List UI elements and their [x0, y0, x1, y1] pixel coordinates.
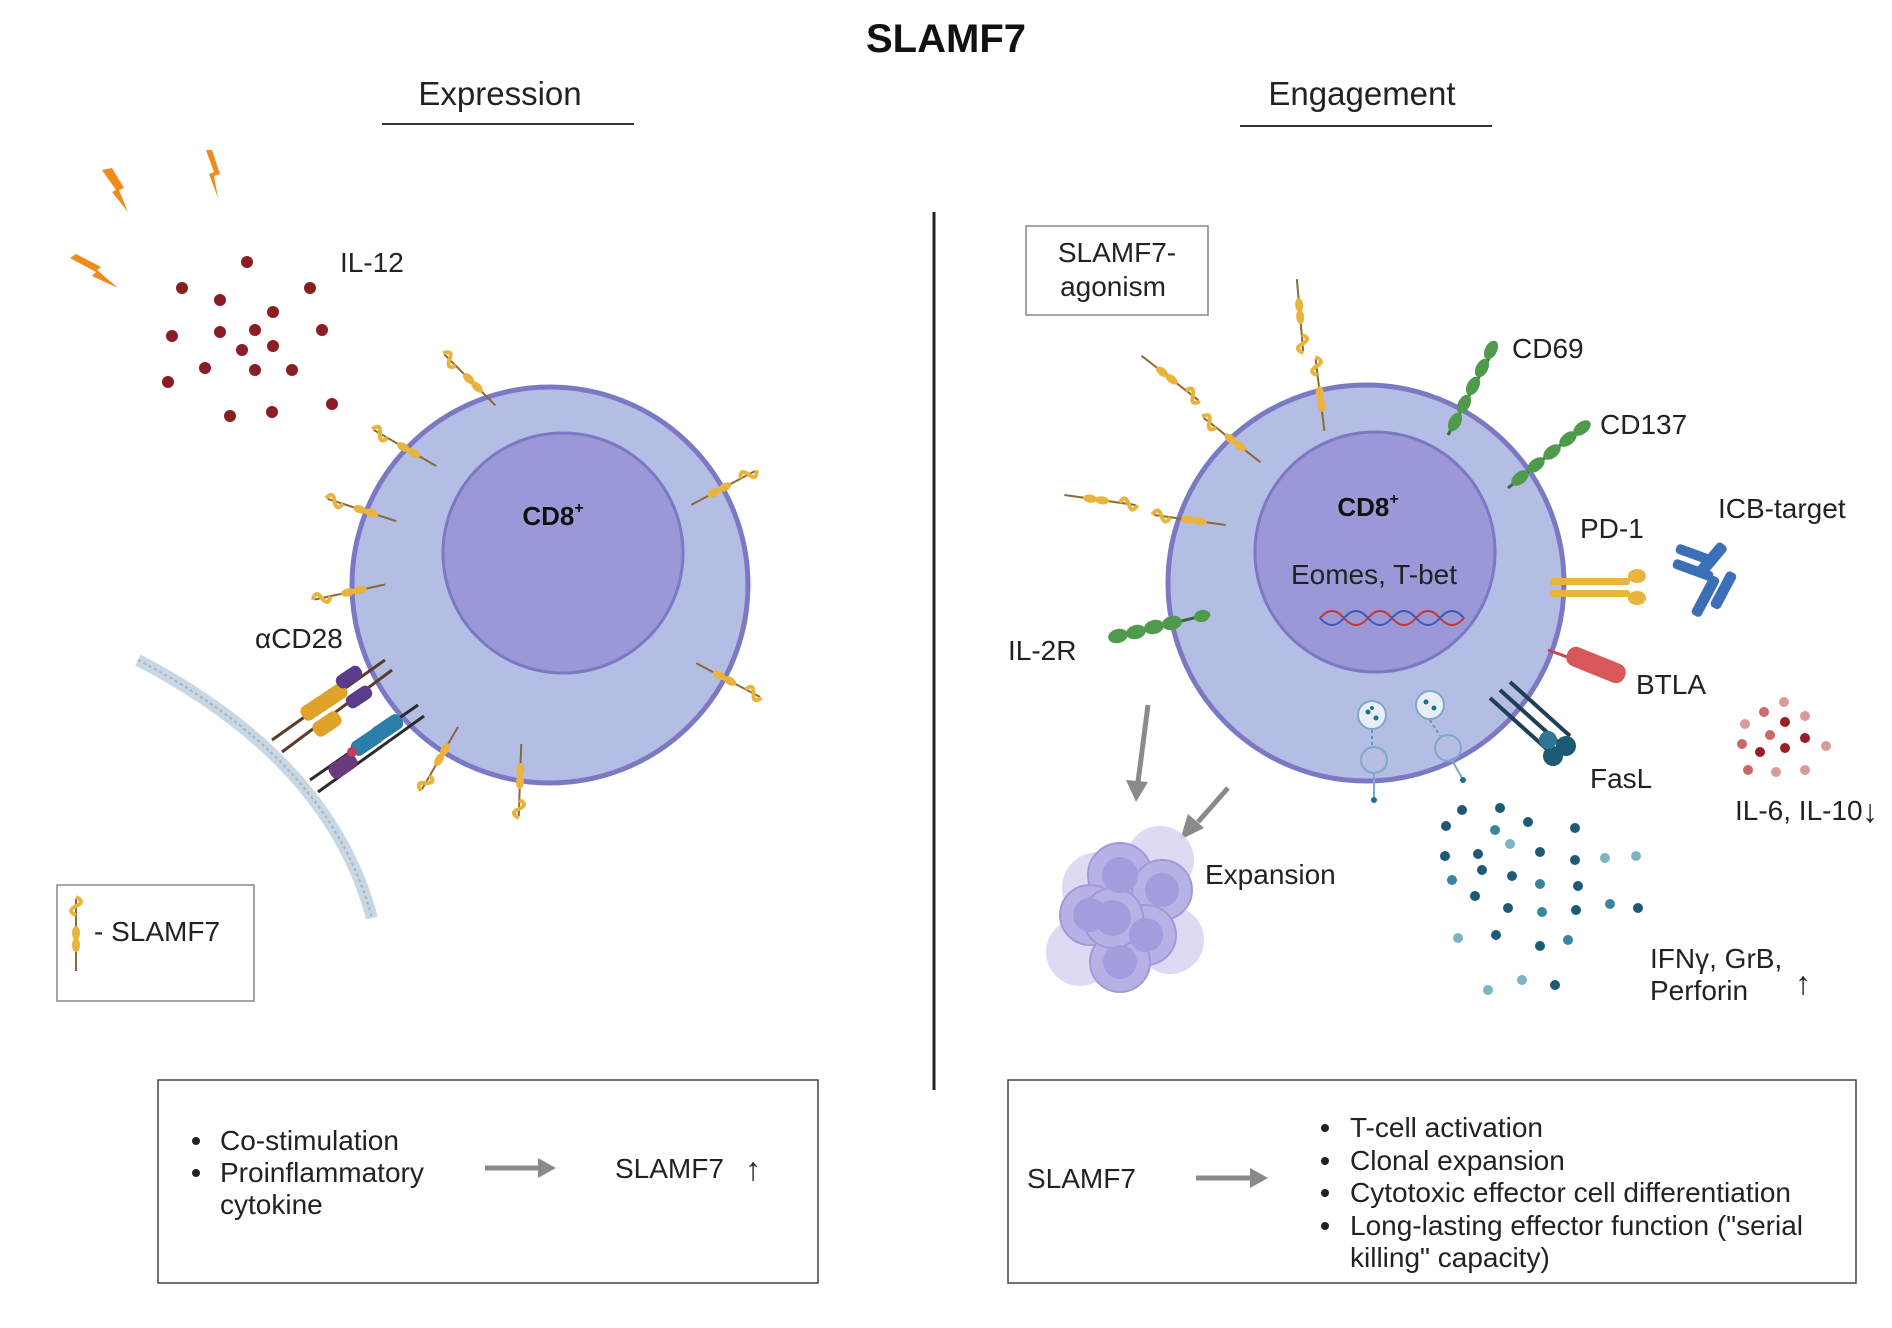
- bullet-dot: [192, 1137, 200, 1145]
- summary-item-proinflammatory: Proinflammatory: [220, 1157, 424, 1188]
- summary-arrowhead-icon: [1250, 1168, 1268, 1188]
- cd8-label-left: CD8+: [522, 500, 583, 531]
- effector-molecule-cluster: [1440, 803, 1643, 995]
- expansion-arrow-icon: [1135, 704, 1151, 783]
- bullet-dot: [192, 1169, 200, 1177]
- expanded-cell-cluster-icon: [1046, 826, 1204, 993]
- nucleus-text: Eomes, T-bet: [1291, 559, 1457, 590]
- lightning-icon: [102, 168, 128, 212]
- summary-item-activation: T-cell activation: [1350, 1112, 1543, 1143]
- cd69-label: CD69: [1512, 333, 1584, 364]
- il12-label: IL-12: [340, 247, 404, 278]
- icb-target-label: ICB-target: [1718, 493, 1846, 524]
- dna-icon: [1319, 610, 1465, 626]
- expression-heading: Expression: [418, 75, 581, 112]
- agonism-line1: SLAMF7-: [1058, 237, 1176, 268]
- summary-item-cytokine: cytokine: [220, 1189, 323, 1220]
- slamf7-receptor-icon: [1136, 349, 1206, 408]
- icb-antibody-icon: [1672, 542, 1737, 617]
- fasl-label: FasL: [1590, 763, 1652, 794]
- cd8-nucleus-left: [441, 431, 685, 675]
- pd1-label: PD-1: [1580, 513, 1644, 544]
- bullet-dot: [1321, 1124, 1329, 1132]
- bullet-dot: [1321, 1157, 1329, 1165]
- cd8-label-right: CD8+: [1337, 491, 1398, 522]
- summary-source-slamf7: SLAMF7: [1027, 1163, 1136, 1194]
- cd137-label: CD137: [1600, 409, 1687, 440]
- bullet-dot: [1321, 1189, 1329, 1197]
- il12-cytokine-cluster: [162, 256, 338, 422]
- bullet-dot: [1321, 1222, 1329, 1230]
- il2r-label: IL-2R: [1008, 635, 1076, 666]
- lightning-icon: [70, 254, 118, 288]
- lightning-icon: [206, 150, 220, 198]
- summary-item-cytotoxic: Cytotoxic effector cell differentiation: [1350, 1177, 1791, 1208]
- il2r-receptor-icon: [1108, 609, 1211, 644]
- summary-item-costimulation: Co-stimulation: [220, 1125, 399, 1156]
- summary-arrowhead-icon: [538, 1158, 556, 1178]
- expression-summary-box: [157, 1079, 819, 1284]
- slamf7-receptor-icon: [1061, 488, 1141, 513]
- summary-result-slamf7: SLAMF7: [615, 1153, 724, 1184]
- up-arrow-icon: ↑: [1795, 965, 1811, 1001]
- slamf7-receptor-icon: [1289, 276, 1311, 356]
- expansion-arrowhead-icon: [1180, 814, 1204, 840]
- slamf7-legend-text: - SLAMF7: [94, 916, 220, 947]
- pd1-receptor-icon: [1550, 569, 1646, 605]
- summary-item-long-lasting: Long-lasting effector function ("serial: [1350, 1210, 1803, 1241]
- il6-il10-cytokine-cluster: [1737, 697, 1831, 777]
- apc-membrane-edge: [137, 659, 373, 919]
- btla-receptor-icon: [1547, 646, 1626, 684]
- summary-item-serial-killing: killing" capacity): [1350, 1242, 1550, 1273]
- il6-il10-label: IL-6, IL-10: [1735, 795, 1863, 826]
- vesicle-icon: [1357, 700, 1388, 803]
- cd28-complex-icon: [271, 658, 425, 794]
- agonism-box: [1025, 225, 1209, 316]
- agonism-line2: agonism: [1060, 271, 1166, 302]
- btla-label: BTLA: [1636, 669, 1706, 700]
- expansion-label: Expansion: [1205, 859, 1336, 890]
- figure-title: SLAMF7: [866, 17, 1026, 61]
- summary-item-clonal-expansion: Clonal expansion: [1350, 1145, 1565, 1176]
- up-arrow-icon: ↑: [745, 1151, 761, 1187]
- fasl-receptor-icon: [1488, 680, 1576, 766]
- slamf7-receptor-icon: [440, 350, 499, 409]
- cd137-receptor-icon: [1507, 420, 1591, 490]
- expansion-arrowhead-icon: [1126, 780, 1148, 802]
- acd28-label: αCD28: [255, 623, 343, 654]
- engagement-summary-box: [1007, 1079, 1857, 1284]
- cd8-nucleus-right: [1253, 430, 1497, 674]
- cd69-receptor-icon: [1446, 340, 1499, 436]
- expansion-arrow-icon: [1196, 786, 1230, 824]
- slamf7-legend-box: [56, 884, 255, 1002]
- down-arrow-icon: ↓: [1862, 793, 1878, 829]
- engagement-heading: Engagement: [1268, 75, 1455, 112]
- effector-label-line1: IFNγ, GrB,: [1650, 943, 1782, 974]
- vesicle-icon: [1415, 690, 1466, 783]
- effector-label-line2: Perforin: [1650, 975, 1748, 1006]
